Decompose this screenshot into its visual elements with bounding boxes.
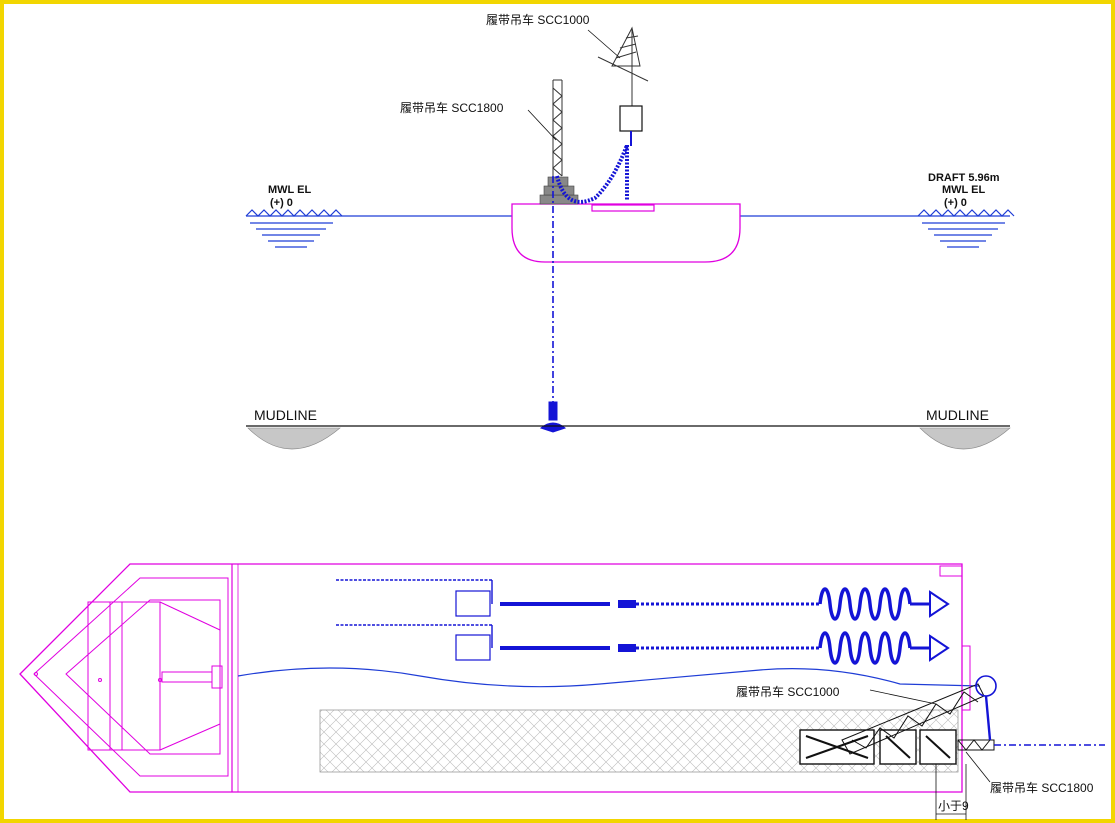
draft-label: DRAFT 5.96m xyxy=(928,172,1000,184)
water-symbol-right xyxy=(917,209,1015,248)
leader-scc1000-top xyxy=(587,29,621,59)
chain-line-2 xyxy=(336,624,950,665)
mwl-value-left: (+) 0 xyxy=(270,197,293,209)
lifting-block xyxy=(619,105,643,132)
mwl-label-left: MWL EL xyxy=(268,184,311,196)
barge-hull-elevation xyxy=(511,203,741,263)
plan-view: 履带吊车 SCC1000 履带吊车 SCC1800 小于9 xyxy=(19,563,1105,820)
side-fender xyxy=(961,645,971,711)
winch-box-1 xyxy=(455,590,491,617)
leader-scc1800-top xyxy=(527,109,557,141)
label-crane-scc1800-plan: 履带吊车 SCC1800 xyxy=(990,780,1094,795)
mudline-label-right: MUDLINE xyxy=(926,407,989,423)
seabed-left xyxy=(247,427,341,450)
elevation-view: MWL EL (+) 0 DRAFT 5.96m MWL EL (+) 0 xyxy=(245,12,1015,450)
crane-scc1800-elevation xyxy=(552,79,563,177)
winch-box-2 xyxy=(455,634,491,661)
mwl-label-right: MWL EL xyxy=(942,184,985,196)
dimension-mark xyxy=(935,764,967,820)
deck-hatch xyxy=(591,204,655,212)
label-crane-scc1800-top: 履带吊车 SCC1800 xyxy=(400,100,504,115)
dimension-label: 小于9 xyxy=(938,799,969,813)
crane-base-blocks xyxy=(799,729,957,765)
crane-scc1800-boom-plan xyxy=(957,739,995,751)
water-symbol-left xyxy=(245,209,343,248)
chain-line-1 xyxy=(336,565,963,621)
mudline-label-left: MUDLINE xyxy=(254,407,317,423)
leader-scc1800-plan xyxy=(965,751,991,783)
mwl-value-right: (+) 0 xyxy=(944,197,967,209)
label-crane-scc1000-plan: 履带吊车 SCC1000 xyxy=(736,684,840,699)
anchor-chain-catenary xyxy=(555,144,629,204)
leader-scc1000-plan xyxy=(869,689,937,705)
mooring-line-wavy xyxy=(237,667,981,688)
label-crane-scc1000-top: 履带吊车 SCC1000 xyxy=(486,12,590,27)
bow-structure xyxy=(33,577,229,777)
seabed-right xyxy=(919,427,1011,450)
anchor-icon xyxy=(539,401,567,433)
crane-scc1000-elevation xyxy=(597,26,649,106)
